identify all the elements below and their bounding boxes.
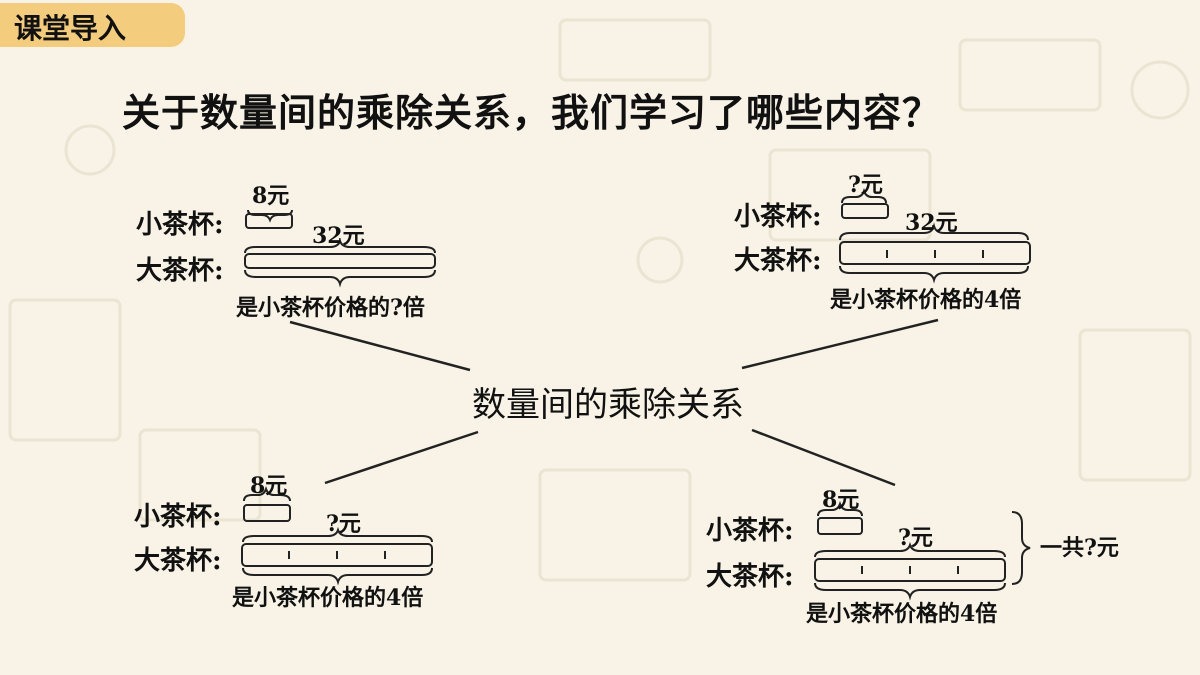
- large-label-1: 大茶杯:: [136, 256, 224, 286]
- small-brace-2: [841, 187, 887, 204]
- small-value-1: 8元: [252, 183, 290, 209]
- lesson-question: 关于数量间的乘除关系，我们学习了哪些内容？: [122, 90, 942, 135]
- large-brace-top-4: [814, 541, 1006, 558]
- section-tag: 课堂导入: [0, 3, 185, 47]
- large-brace-top-1: [244, 237, 436, 254]
- center-topic: 数量间的乘除关系: [472, 385, 744, 425]
- small-value-4: 8元: [822, 487, 860, 513]
- large-value-4: ?元: [898, 525, 933, 551]
- large-label-2: 大茶杯:: [734, 246, 822, 276]
- large-bar-2: [839, 241, 1031, 265]
- large-brace-top-3: [242, 526, 433, 543]
- ratio-note-2: 是小茶杯价格的4倍: [830, 287, 1022, 313]
- total-note-4: 一共?元: [1040, 535, 1119, 561]
- large-bar-3: [241, 543, 433, 567]
- small-value-2: ?元: [848, 172, 883, 198]
- small-label-2: 小茶杯:: [734, 202, 822, 232]
- connector-line-top-left: [289, 320, 471, 372]
- small-label-3: 小茶杯:: [134, 502, 222, 532]
- large-bar-1: [244, 253, 436, 269]
- section-tag-label: 课堂导入: [14, 12, 127, 45]
- small-label-4: 小茶杯:: [706, 516, 794, 546]
- small-brace-3: [243, 485, 291, 502]
- large-bar-4: [814, 558, 1006, 582]
- large-brace-bottom-4: [814, 582, 1006, 601]
- small-bar-1: [245, 213, 293, 229]
- large-brace-top-2: [839, 222, 1029, 241]
- ratio-note-1: 是小茶杯价格的?倍: [236, 295, 425, 321]
- large-brace-bottom-2: [839, 265, 1029, 284]
- connector-line-top-right: [741, 318, 939, 370]
- connector-line-bottom-right: [751, 428, 896, 487]
- large-value-1: 32元: [312, 223, 365, 249]
- small-bar-3: [243, 504, 291, 522]
- connector-line-bottom-left: [324, 430, 479, 485]
- large-value-3: ?元: [326, 511, 361, 537]
- large-brace-bottom-3: [242, 567, 433, 586]
- large-brace-bottom-1: [244, 269, 436, 288]
- total-brace-4: [1011, 511, 1031, 585]
- small-brace-4: [817, 500, 863, 517]
- large-value-2: 32元: [905, 210, 958, 236]
- large-label-4: 大茶杯:: [706, 562, 794, 592]
- small-label-1: 小茶杯:: [136, 210, 224, 240]
- small-value-3: 8元: [250, 473, 288, 499]
- large-label-3: 大茶杯:: [134, 546, 222, 576]
- small-bar-2: [841, 203, 889, 219]
- small-bar-4: [817, 517, 863, 535]
- ratio-note-3: 是小茶杯价格的4倍: [232, 585, 424, 611]
- ratio-note-4: 是小茶杯价格的4倍: [806, 601, 998, 627]
